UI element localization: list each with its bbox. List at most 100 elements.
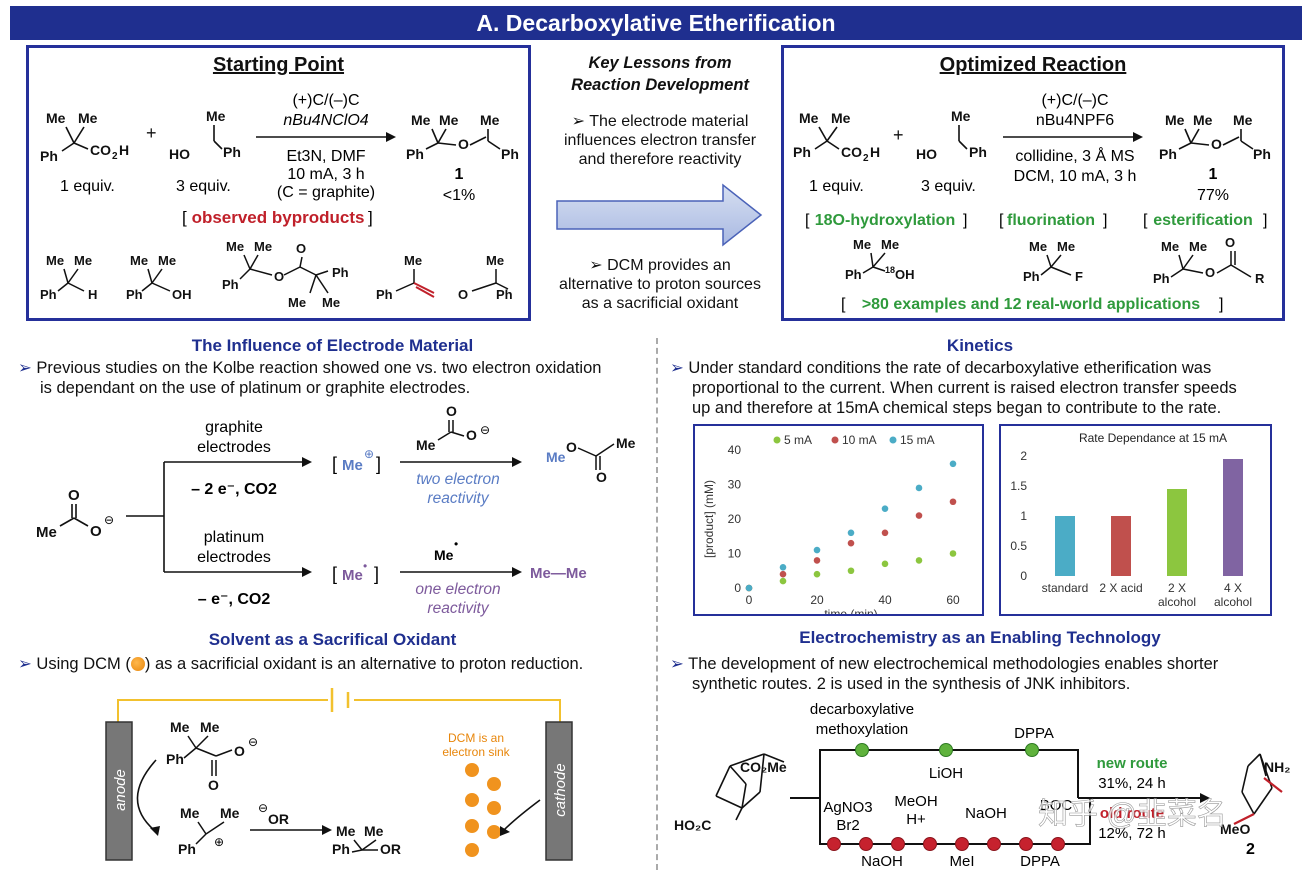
svg-text:O: O <box>234 743 245 759</box>
old-step-meoh: MeOH <box>894 793 937 810</box>
sp-reagent-2: nBu4NClO4 <box>283 112 368 129</box>
svg-text:2: 2 <box>863 153 869 164</box>
data-point <box>813 557 821 564</box>
svg-text:HO: HO <box>916 146 937 162</box>
svg-text:Me: Me <box>434 547 454 563</box>
svg-text:Me: Me <box>1161 239 1179 254</box>
old-route-steps <box>827 837 1065 851</box>
enabling-section-title: Electrochemistry as an Enabling Technolo… <box>799 628 1161 647</box>
data-point <box>915 484 923 492</box>
svg-text:O: O <box>1211 136 1222 152</box>
old-step-agno3: AgNO3 <box>823 799 872 816</box>
solvent-bullet-post: ) as a sacrificial oxidant is an alterna… <box>144 655 584 673</box>
svg-text:[: [ <box>332 564 337 584</box>
legend-label: 15 mA <box>900 433 935 447</box>
bullet-arrow-icon: ➢ <box>18 359 37 377</box>
svg-text:[: [ <box>332 454 337 474</box>
svg-text:]: ] <box>1103 212 1107 229</box>
svg-text:O: O <box>68 487 80 504</box>
graphite-label-2: electrodes <box>197 439 271 456</box>
data-point <box>847 539 855 547</box>
svg-text:Me: Me <box>951 108 971 124</box>
big-right-arrow-icon <box>556 183 763 247</box>
one-electron-2: reactivity <box>427 600 489 617</box>
graphite-loss: – 2 e⁻, CO2 <box>191 481 277 498</box>
data-point <box>813 546 821 554</box>
tag-fluorination: fluorination <box>1007 212 1095 229</box>
svg-text:CO₂Me: CO₂Me <box>740 759 787 775</box>
old-step-dppa: DPPA <box>1020 853 1060 868</box>
methyl-radical: Me <box>342 567 363 584</box>
sp-equiv2: 3 equiv. <box>176 178 231 195</box>
svg-text:OR: OR <box>268 811 289 827</box>
svg-text:Me: Me <box>616 435 636 451</box>
bar <box>1223 459 1243 576</box>
y-tick-label: 0.5 <box>1010 539 1027 553</box>
chart-title: Rate Dependance at 15 mA <box>1079 431 1227 445</box>
svg-text:[: [ <box>999 212 1004 229</box>
svg-text:Me: Me <box>336 823 356 839</box>
svg-text:O: O <box>274 269 284 284</box>
legend-marker <box>889 436 897 444</box>
svg-text:+: + <box>893 125 904 145</box>
data-point <box>779 570 787 578</box>
svg-text:CO: CO <box>841 144 862 160</box>
svg-text:⊖: ⊖ <box>480 423 490 437</box>
bullet-arrow-icon: ➢ <box>670 359 689 377</box>
x-tick-label: 2 X acid <box>1099 581 1142 595</box>
enabling-line-2: synthetic routes. 2 is used in the synth… <box>692 675 1131 693</box>
lesson-1-line-3: and therefore reactivity <box>578 151 742 168</box>
y-tick-label: 20 <box>728 512 742 526</box>
svg-text:Me: Me <box>170 719 190 735</box>
svg-text:Me: Me <box>130 253 148 268</box>
svg-text:Me: Me <box>1029 239 1047 254</box>
kinetics-bullet: ➢ Under standard conditions the rate of … <box>670 358 1300 418</box>
svg-text:O: O <box>466 427 477 443</box>
opt-reagent-1: (+)C/(–)C <box>1041 92 1108 109</box>
svg-text:Me: Me <box>1233 112 1253 128</box>
watermark: 知乎 @韭菜名 <box>1038 798 1227 831</box>
svg-text:Me: Me <box>46 110 66 126</box>
one-electron-1: one electron <box>415 581 500 598</box>
solvent-bullet-pre: Using DCM ( <box>36 655 131 673</box>
svg-text:Me: Me <box>158 253 176 268</box>
cathode-electrode <box>545 721 573 861</box>
data-point <box>949 550 957 557</box>
tag-hydroxylation: 18O-hydroxylation <box>815 212 955 229</box>
y-tick-label: 30 <box>728 478 742 492</box>
new-route-steps <box>855 743 1039 757</box>
lesson-1-line-2: influences electron transfer <box>563 132 757 149</box>
svg-text:O: O <box>596 469 607 485</box>
old-step-mei: MeI <box>949 853 974 868</box>
y-tick-label: 2 <box>1020 449 1027 463</box>
svg-text:O: O <box>458 287 468 302</box>
svg-text:Ph: Ph <box>406 146 424 162</box>
data-point <box>949 498 957 506</box>
svg-text:O: O <box>208 777 219 793</box>
lessons-title-1: Key Lessons from <box>588 54 732 72</box>
old-step-br2: Br2 <box>836 817 859 834</box>
svg-text:Ph: Ph <box>223 144 241 160</box>
section-divider <box>656 338 658 870</box>
svg-text:O: O <box>1205 265 1215 280</box>
svg-text:Me: Me <box>364 823 384 839</box>
product-2-label: 2 <box>1246 841 1255 858</box>
platinum-loss: – e⁻, CO2 <box>198 591 271 608</box>
svg-text:Me: Me <box>486 253 504 268</box>
legend-label: 5 mA <box>784 433 812 447</box>
y-tick-label: 1.5 <box>1010 479 1027 493</box>
step-decarbox-1: decarboxylative <box>810 701 914 718</box>
svg-text:]: ] <box>368 208 373 227</box>
sp-byproducts-label: observed byproducts <box>192 208 365 227</box>
svg-text:Me: Me <box>411 112 431 128</box>
old-step-naoh-2: NaOH <box>861 853 903 868</box>
svg-text:O: O <box>566 439 577 455</box>
svg-text:]: ] <box>374 564 379 584</box>
dcm-dot-icon <box>130 657 145 671</box>
new-route-label: new route <box>1097 755 1168 772</box>
svg-text:Ph: Ph <box>178 841 196 857</box>
old-step-h: H+ <box>906 811 926 828</box>
electrode-section-title: The Influence of Electrode Material <box>191 336 474 355</box>
opt-cond-1: collidine, 3 Å MS <box>1015 146 1134 165</box>
